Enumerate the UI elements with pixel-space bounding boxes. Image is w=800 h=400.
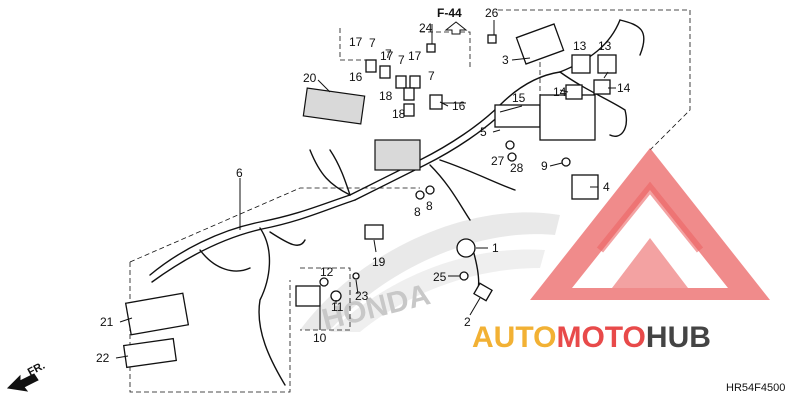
part-7b-relay xyxy=(409,75,421,89)
watermark-logo xyxy=(530,148,770,300)
part-8a-clip xyxy=(415,190,425,200)
part-14b-relay xyxy=(593,79,611,95)
part-2-cap xyxy=(473,282,493,302)
callout-17b: 17 xyxy=(380,49,394,63)
callout-28: 28 xyxy=(510,161,524,175)
callout-11: 11 xyxy=(331,300,344,314)
part-17a-relay xyxy=(365,59,377,73)
callout-10: 10 xyxy=(313,331,327,345)
callout-18a: 18 xyxy=(379,89,393,103)
up-arrow-icon xyxy=(444,21,468,35)
front-label: FR. xyxy=(26,360,47,379)
honda-wing-background xyxy=(300,212,560,332)
callout-15: 15 xyxy=(512,91,526,105)
callout-12: 12 xyxy=(320,265,334,279)
part-16-relay xyxy=(429,94,443,110)
part-12-nut xyxy=(319,277,329,287)
reference-label: F-44 xyxy=(437,6,462,20)
part-3-ecu xyxy=(515,23,565,65)
part-8b-clip xyxy=(425,185,435,195)
part-9-bolt xyxy=(561,157,571,167)
callout-25: 25 xyxy=(433,270,447,284)
watermark-wordmark: AUTOMOTOHUB xyxy=(472,321,711,354)
watermark-word-3: HUB xyxy=(646,321,711,354)
part-7a-relay xyxy=(379,65,391,79)
callout-9: 9 xyxy=(541,159,548,173)
part-25-bolt xyxy=(459,271,469,281)
callout-2: 2 xyxy=(464,315,471,329)
part-relay-block xyxy=(539,94,596,141)
callout-19: 19 xyxy=(372,255,386,269)
callout-17a: 17 xyxy=(349,35,363,49)
callout-7c: 7 xyxy=(398,53,405,67)
part-10-holder xyxy=(295,285,321,307)
callout-13a: 13 xyxy=(573,39,587,53)
callout-labels: 1 2 3 4 5 6 7 7 7 7 8 8 9 10 11 12 13 13… xyxy=(96,6,631,365)
callout-4: 4 xyxy=(603,180,610,194)
part-1-sensor xyxy=(456,238,476,258)
part-18-relay xyxy=(403,87,415,101)
part-14a-relay xyxy=(565,84,583,100)
drawing-code: HR54F4500 xyxy=(726,382,785,394)
part-18b-relay xyxy=(403,103,415,117)
callout-6: 6 xyxy=(236,166,243,180)
part-21-module xyxy=(124,292,190,336)
callout-14a: 14 xyxy=(553,85,567,99)
callout-8a: 8 xyxy=(414,205,421,219)
part-23-bolt xyxy=(352,272,360,280)
reference-arrow[interactable]: F-44 xyxy=(437,6,468,35)
callout-17c: 17 xyxy=(408,49,422,63)
callout-7d: 7 xyxy=(428,69,435,83)
part-27-clip xyxy=(505,140,515,150)
part-17b-relay xyxy=(395,75,407,89)
front-arrow-icon xyxy=(6,373,39,392)
part-20-box xyxy=(302,87,366,125)
callout-5: 5 xyxy=(480,125,487,139)
part-13a-relay xyxy=(571,54,591,74)
callout-14b: 14 xyxy=(617,81,631,95)
part-24-clip xyxy=(426,43,436,53)
callout-7a: 7 xyxy=(369,36,376,50)
svg-text:AUTOMOTOHUB: AUTOMOTOHUB xyxy=(472,321,711,354)
watermark-triangle-icon xyxy=(530,148,770,300)
callout-27: 27 xyxy=(491,154,505,168)
callout-3: 3 xyxy=(502,53,509,67)
part-15-fusebox xyxy=(494,104,541,128)
part-19-connector xyxy=(364,224,384,240)
callout-23: 23 xyxy=(355,289,369,303)
leader-lines xyxy=(115,20,616,359)
callout-8b: 8 xyxy=(426,199,433,213)
part-26-bolt xyxy=(487,34,497,44)
callout-21: 21 xyxy=(100,315,114,329)
callout-18b: 18 xyxy=(392,107,406,121)
callout-20: 20 xyxy=(303,71,317,85)
watermark-word-1: AUTO xyxy=(472,321,556,354)
part-28-grommet xyxy=(507,152,517,162)
callout-24: 24 xyxy=(419,21,433,35)
callout-26: 26 xyxy=(485,6,499,20)
callout-16a: 16 xyxy=(349,70,363,84)
part-22-cover xyxy=(122,337,178,369)
callout-1: 1 xyxy=(492,241,499,255)
front-direction-indicator: FR. xyxy=(6,360,47,392)
callout-7b: 7 xyxy=(385,47,392,61)
part-13b-relay xyxy=(597,54,617,74)
callout-16b: 16 xyxy=(452,99,466,113)
callout-13b: 13 xyxy=(598,39,612,53)
components xyxy=(122,23,617,369)
callout-22: 22 xyxy=(96,351,110,365)
watermark-word-2: MOTO xyxy=(556,321,645,354)
part-junction xyxy=(374,139,421,171)
